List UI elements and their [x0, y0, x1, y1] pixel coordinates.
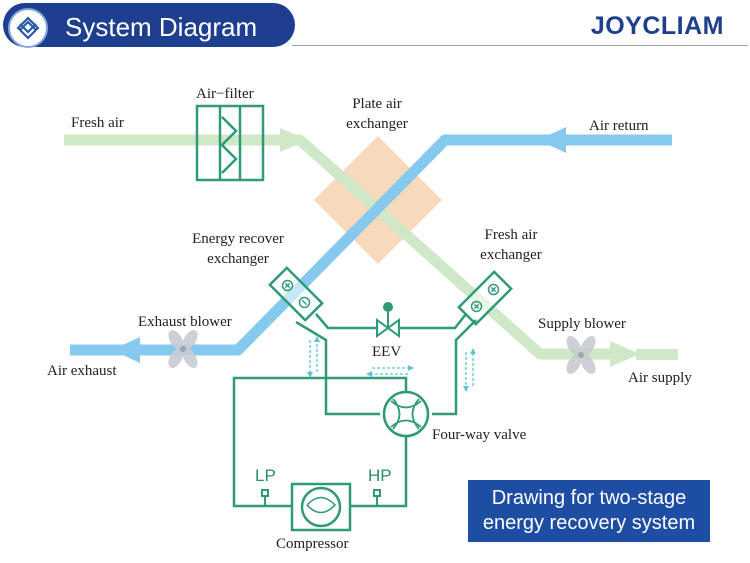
fresh-air-arrow-1: [280, 128, 308, 152]
air-filter: [195, 104, 265, 182]
compressor-label: Compressor: [276, 536, 349, 552]
plate-air-exchanger-label-1: Plate air: [352, 96, 402, 112]
return-air-arrow-1: [538, 127, 566, 153]
eev-label: EEV: [372, 344, 402, 360]
refrigerant-piping: [232, 313, 477, 508]
fresh-air-arrow-2: [610, 341, 640, 367]
fresh-air-exchanger-label-2: exchanger: [480, 247, 542, 263]
caption-line-1: Drawing for two-stage: [491, 487, 687, 509]
flow-direction-arrows: [309, 340, 474, 386]
header-bar: System Diagram: [3, 3, 295, 48]
exhaust-blower-label: Exhaust blower: [138, 314, 232, 330]
air-filter-label: Air−filter: [196, 86, 254, 102]
flow-arrowheads: [307, 336, 476, 392]
fresh-air-exchanger-label-1: Fresh air: [484, 227, 538, 243]
exhaust-blower-fan-icon: [168, 330, 198, 368]
header-divider: [292, 45, 748, 46]
caption-line-2: energy recovery system: [482, 512, 696, 534]
hp-label: HP: [368, 466, 392, 485]
compressor-icon: [290, 482, 352, 532]
air-exhaust-label: Air exhaust: [47, 363, 117, 379]
brand-logo: JOYCLIAM: [590, 12, 724, 40]
supply-blower-label: Supply blower: [538, 316, 626, 332]
diamond-logo-icon: [8, 8, 48, 48]
air-supply-label: Air supply: [628, 370, 692, 386]
four-way-valve-label: Four-way valve: [432, 427, 527, 443]
energy-recover-label-2: exchanger: [207, 251, 269, 267]
page-title: System Diagram: [65, 12, 258, 42]
return-air-arrow-2: [112, 337, 140, 363]
supply-blower-fan-icon: [566, 336, 596, 374]
caption-box: Drawing for two-stage energy recovery sy…: [468, 480, 710, 542]
eev-valve-icon: [376, 302, 400, 338]
air-supply-stub: [636, 349, 678, 360]
plate-air-exchanger-label-2: exchanger: [346, 116, 408, 132]
pressure-taps: [261, 489, 381, 506]
fresh-air-exchanger: [457, 270, 513, 326]
lp-label: LP: [255, 466, 276, 485]
air-return-label: Air return: [589, 118, 649, 134]
energy-recover-label-1: Energy recover: [192, 231, 284, 247]
energy-recover-exchanger: [268, 266, 324, 322]
four-way-valve-icon: [382, 390, 430, 438]
fresh-air-label: Fresh air: [71, 115, 124, 131]
